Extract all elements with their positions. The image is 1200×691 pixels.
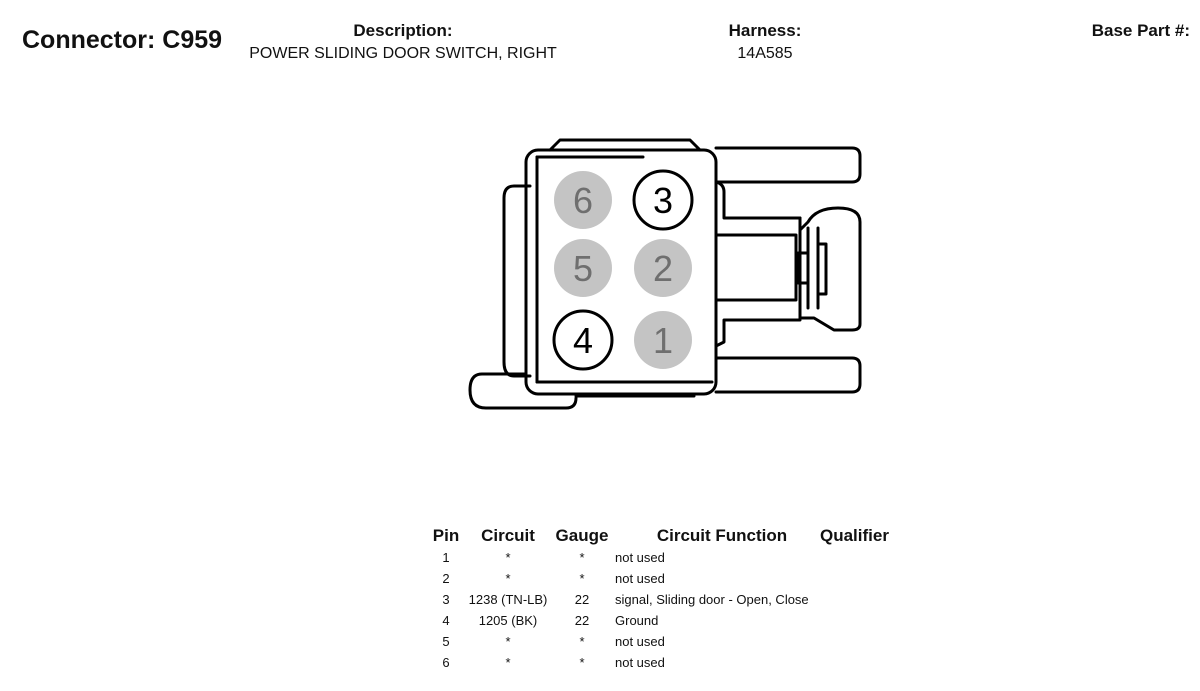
cell-pin: 3: [442, 592, 450, 607]
cell-circuit: *: [505, 550, 511, 565]
cell-gauge: *: [579, 634, 585, 649]
pin-cavity: [634, 311, 692, 369]
connector-lower-channel: [714, 318, 802, 348]
pin-3: 3: [632, 169, 694, 231]
cell-circuit: 1205 (BK): [478, 613, 538, 628]
description-block: Description: POWER SLIDING DOOR SWITCH, …: [230, 21, 576, 63]
connector-top-rim: [548, 138, 702, 152]
pin-4: 4: [552, 309, 614, 371]
description-value: POWER SLIDING DOOR SWITCH, RIGHT: [249, 45, 557, 62]
harness-block: Harness: 14A585: [690, 21, 840, 63]
connector-right-lock: [794, 206, 862, 332]
pin-number: 3: [653, 180, 673, 221]
header-qualifier: Qualifier: [820, 526, 889, 545]
pin-2: 2: [634, 239, 692, 297]
pin-number: 2: [653, 248, 673, 289]
pin-number: 4: [573, 320, 593, 361]
cell-function: not used: [615, 634, 665, 649]
pin-1: 1: [634, 311, 692, 369]
header-gauge: Gauge: [555, 526, 609, 545]
pin-cavity: [552, 309, 614, 371]
cell-pin: 4: [442, 613, 450, 628]
pin-cavity: [554, 239, 612, 297]
base-part-block: Base Part #:: [1060, 21, 1190, 45]
cell-gauge: *: [579, 655, 585, 670]
cell-pin: 1: [442, 550, 450, 565]
cell-gauge: 22: [574, 592, 590, 607]
connector-title: Connector: C959: [22, 26, 223, 54]
base-part-label: Base Part #:: [1091, 21, 1190, 40]
header-circuit-function: Circuit Function: [656, 526, 788, 545]
cell-function: not used: [615, 655, 665, 670]
description-label: Description:: [353, 21, 453, 40]
cell-circuit: 1238 (TN-LB): [468, 592, 548, 607]
cell-function: not used: [615, 571, 665, 586]
pin-6: 6: [554, 171, 612, 229]
connector-center-block: [714, 233, 798, 302]
harness-value: 14A585: [737, 45, 793, 62]
cell-pin: 5: [442, 634, 450, 649]
pin-cavity: [634, 239, 692, 297]
pin-cavity: [632, 169, 694, 231]
cell-function: signal, Sliding door - Open, Close: [615, 592, 809, 607]
cell-function: Ground: [615, 613, 659, 628]
cell-pin: 2: [442, 571, 450, 586]
connector-lock-latch: [796, 251, 810, 285]
pin-number: 5: [573, 248, 593, 289]
connector-bottom-arm: [714, 356, 862, 394]
pin-cavity: [554, 171, 612, 229]
cell-pin: 6: [442, 655, 450, 670]
cell-gauge: *: [579, 550, 585, 565]
connector-upper-channel: [714, 180, 802, 220]
cell-circuit: *: [505, 655, 511, 670]
cell-function: not used: [615, 550, 665, 565]
connector-bottom-tab: [468, 372, 578, 410]
cell-circuit: *: [505, 634, 511, 649]
header-circuit: Circuit: [481, 526, 535, 545]
header-pin: Pin: [432, 526, 460, 545]
pin-number: 6: [573, 180, 593, 221]
pin-layer: 6 3 5 2 4 1: [552, 169, 694, 371]
pin-5: 5: [554, 239, 612, 297]
connector-top-arm: [714, 146, 862, 184]
cell-circuit: *: [505, 571, 511, 586]
harness-label: Harness:: [728, 21, 802, 40]
pin-number: 1: [653, 320, 673, 361]
cell-gauge: 22: [574, 613, 590, 628]
cell-gauge: *: [579, 571, 585, 586]
